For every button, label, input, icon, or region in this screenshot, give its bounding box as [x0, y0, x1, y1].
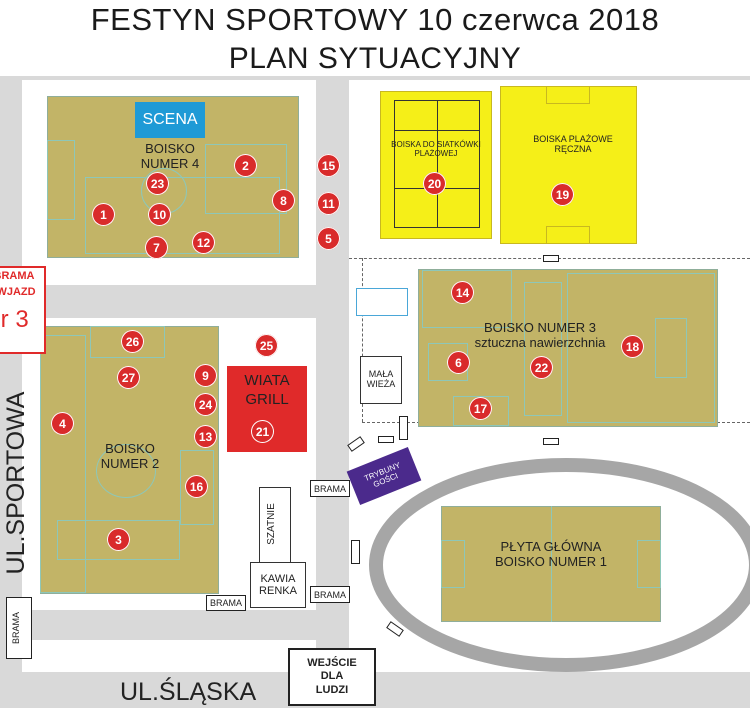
- gate-brama-wjazd: [0, 266, 46, 354]
- field-3-zone-topleft: [422, 270, 512, 328]
- field-3-goal-right: [655, 318, 687, 378]
- marker-5[interactable]: 5: [317, 227, 340, 250]
- marker-9[interactable]: 9: [194, 364, 217, 387]
- marker-10[interactable]: 10: [148, 203, 171, 226]
- street-label-slaska: UL.ŚLĄSKA: [120, 678, 257, 706]
- field-siatkowka: [380, 91, 492, 239]
- field-3-zone-center: [524, 282, 562, 416]
- street-label-sportowa: UL.SPORTOWA: [2, 391, 30, 575]
- field-2-zone-left: [40, 335, 86, 593]
- gate-brama-2: BRAMA: [310, 586, 350, 603]
- marker-23[interactable]: 23: [146, 172, 169, 195]
- marker-24[interactable]: 24: [194, 393, 217, 416]
- gate-marker-5: [347, 436, 365, 452]
- marker-2[interactable]: 2: [234, 154, 257, 177]
- marker-15[interactable]: 15: [317, 154, 340, 177]
- marker-27[interactable]: 27: [117, 366, 140, 389]
- marker-17[interactable]: 17: [469, 397, 492, 420]
- field-4-goal-area-left: [47, 140, 75, 220]
- field-label-reczna: BOISKA PLAŻOWE RĘCZNA: [533, 134, 613, 155]
- field-2-goal-top: [90, 326, 165, 358]
- map-title: FESTYN SPORTOWY 10 czerwca 2018: [90, 2, 660, 37]
- building-kawiarenka: KAWIA RENKA: [250, 562, 306, 608]
- marker-16[interactable]: 16: [185, 475, 208, 498]
- reczna-goal-top: [546, 86, 590, 104]
- field-4-zone-right: [205, 144, 287, 214]
- road-sportowa: [0, 76, 22, 682]
- road-lower: [22, 610, 317, 640]
- plyta-center-line: [551, 506, 552, 622]
- marker-1[interactable]: 1: [92, 203, 115, 226]
- field-3-zone-bottomleft: [453, 396, 509, 426]
- marker-6[interactable]: 6: [447, 351, 470, 374]
- gate-marker-3: [378, 436, 394, 443]
- gate-wjazd-label-3: nr 3: [0, 306, 29, 333]
- marker-14[interactable]: 14: [451, 281, 474, 304]
- road-middle: [22, 285, 317, 318]
- gate-brama-1: BRAMA: [310, 480, 350, 497]
- gate-marker-1: [543, 255, 559, 262]
- field-reczna: [500, 86, 637, 244]
- gate-marker-2: [543, 438, 559, 445]
- marker-18[interactable]: 18: [621, 335, 644, 358]
- building-szatnie-label: SZATNIE: [266, 503, 277, 545]
- field-label-plyta: PŁYTA GŁÓWNA BOISKO NUMER 1: [495, 539, 607, 569]
- gate-wjazd-label-1: BRAMA: [0, 270, 35, 282]
- small-blue-area: [356, 288, 408, 316]
- marker-12[interactable]: 12: [192, 231, 215, 254]
- field-label-boisko-4: BOISKO NUMER 4: [140, 141, 200, 171]
- road-central: [316, 76, 349, 682]
- boundary-left: [362, 258, 363, 422]
- gate-marker-4: [399, 416, 408, 440]
- map-subtitle: PLAN SYTUACYJNY: [228, 42, 522, 75]
- field-2-center-circle: [96, 444, 156, 498]
- gate-marker-6: [351, 540, 360, 564]
- building-szatnie: [259, 487, 291, 563]
- field-label-boisko-2: BOISKO NUMER 2: [100, 441, 160, 471]
- siatkowka-line-3: [437, 100, 438, 228]
- marker-13[interactable]: 13: [194, 425, 217, 448]
- building-mala-wieza: MAŁA WIEŻA: [360, 356, 402, 404]
- marker-4[interactable]: 4: [51, 412, 74, 435]
- gate-brama-left: [6, 597, 32, 659]
- marker-20[interactable]: 20: [423, 172, 446, 195]
- field-label-boisko-3: BOISKO NUMER 3 sztuczna nawierzchnia: [474, 320, 606, 350]
- plyta-goal-left: [441, 540, 465, 588]
- plyta-goal-right: [637, 540, 661, 588]
- gate-wjazd-label-2: WJAZD: [0, 286, 36, 298]
- marker-11[interactable]: 11: [317, 192, 340, 215]
- marker-7[interactable]: 7: [145, 236, 168, 259]
- field-label-siatkowka: BOISKA DO SIATKÓWKI PLAŻOWEJ: [391, 140, 481, 159]
- gate-brama-3: BRAMA: [206, 595, 246, 611]
- marker-26[interactable]: 26: [121, 330, 144, 353]
- stage-scena: SCENA: [135, 102, 205, 138]
- field-2-zone-bottom: [57, 520, 180, 560]
- gate-brama-left-label: BRAMA: [11, 612, 21, 645]
- field-2-zone-right: [180, 450, 214, 525]
- entrance-wejscie-dla-ludzi: WEJŚCIE DLA LUDZI: [288, 648, 376, 706]
- marker-21[interactable]: 21: [251, 420, 274, 443]
- marker-19[interactable]: 19: [551, 183, 574, 206]
- marker-3[interactable]: 3: [107, 528, 130, 551]
- field-3-zone-right: [567, 273, 715, 423]
- road-top-edge: [22, 76, 750, 80]
- marker-22[interactable]: 22: [530, 356, 553, 379]
- marker-25[interactable]: 25: [255, 334, 278, 357]
- marker-8[interactable]: 8: [272, 189, 295, 212]
- reczna-goal-bottom: [546, 226, 590, 244]
